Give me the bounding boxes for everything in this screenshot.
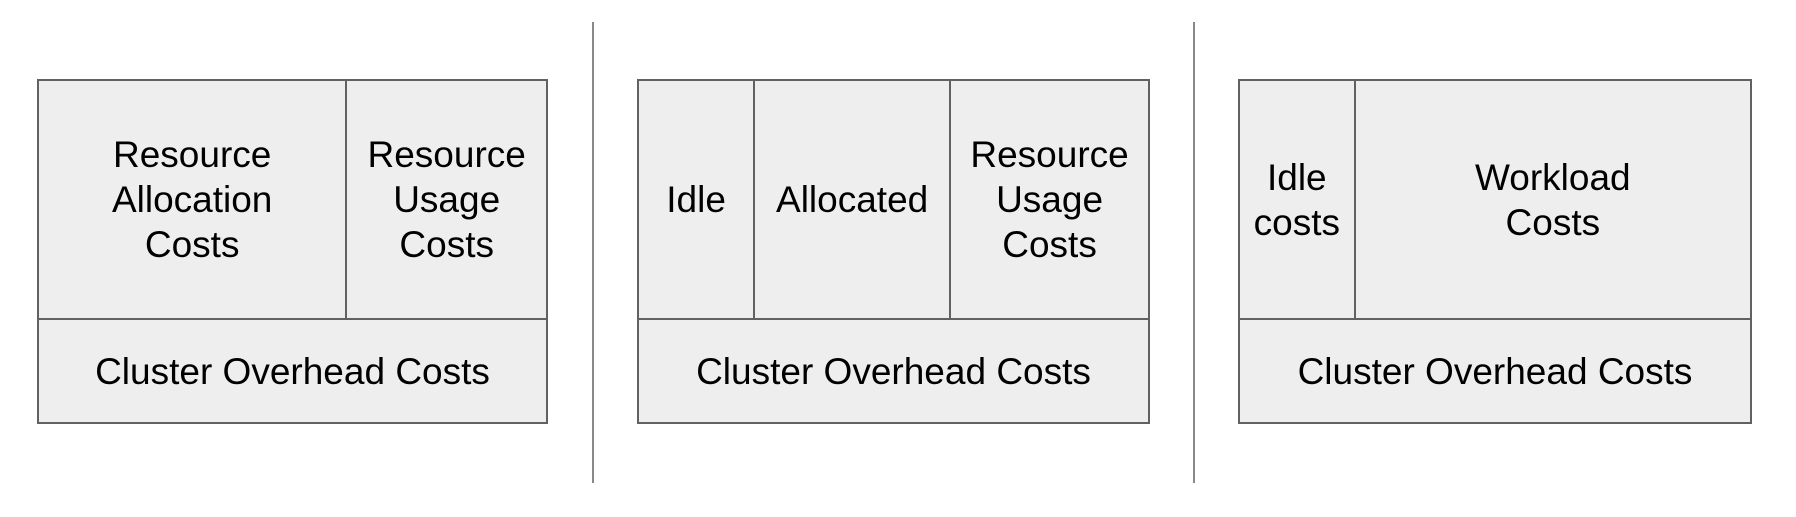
cell-workload-costs: Workload Costs — [1355, 81, 1750, 319]
cell-resource-usage-costs: Resource Usage Costs — [347, 81, 546, 319]
resource-usage-costs-label: Resource Usage Costs — [970, 134, 1129, 266]
allocated-label: Allocated — [776, 179, 929, 221]
idle-costs-label: Idle costs — [1253, 156, 1340, 243]
panel-idle-allocated-usage: Idle Allocated Resource Usage Costs Clus… — [637, 79, 1150, 424]
cell-allocated: Allocated — [755, 81, 950, 319]
cell-resource-usage-costs: Resource Usage Costs — [951, 81, 1148, 319]
panel-idle-workload: Idle costs Workload Costs Cluster Overhe… — [1238, 79, 1752, 424]
panel-separator-2 — [1193, 22, 1195, 483]
resource-usage-costs-label: Resource Usage Costs — [367, 134, 526, 266]
workload-costs-label: Workload Costs — [1475, 156, 1631, 243]
cluster-overhead-costs-label: Cluster Overhead Costs — [696, 350, 1091, 392]
cell-cluster-overhead-costs: Cluster Overhead Costs — [1240, 320, 1750, 422]
cell-resource-allocation-costs: Resource Allocation Costs — [39, 81, 346, 319]
idle-label: Idle — [666, 179, 726, 221]
resource-allocation-costs-label: Resource Allocation Costs — [111, 134, 273, 266]
cluster-overhead-costs-label: Cluster Overhead Costs — [95, 350, 490, 392]
panel-separator-1 — [592, 22, 594, 483]
cell-cluster-overhead-costs: Cluster Overhead Costs — [39, 320, 546, 422]
cluster-overhead-costs-label: Cluster Overhead Costs — [1297, 350, 1693, 392]
panel-resource-allocation-usage: Resource Allocation Costs Resource Usage… — [37, 79, 548, 424]
cell-idle: Idle — [639, 81, 754, 319]
cell-cluster-overhead-costs: Cluster Overhead Costs — [639, 320, 1148, 422]
cell-idle-costs: Idle costs — [1240, 81, 1354, 319]
